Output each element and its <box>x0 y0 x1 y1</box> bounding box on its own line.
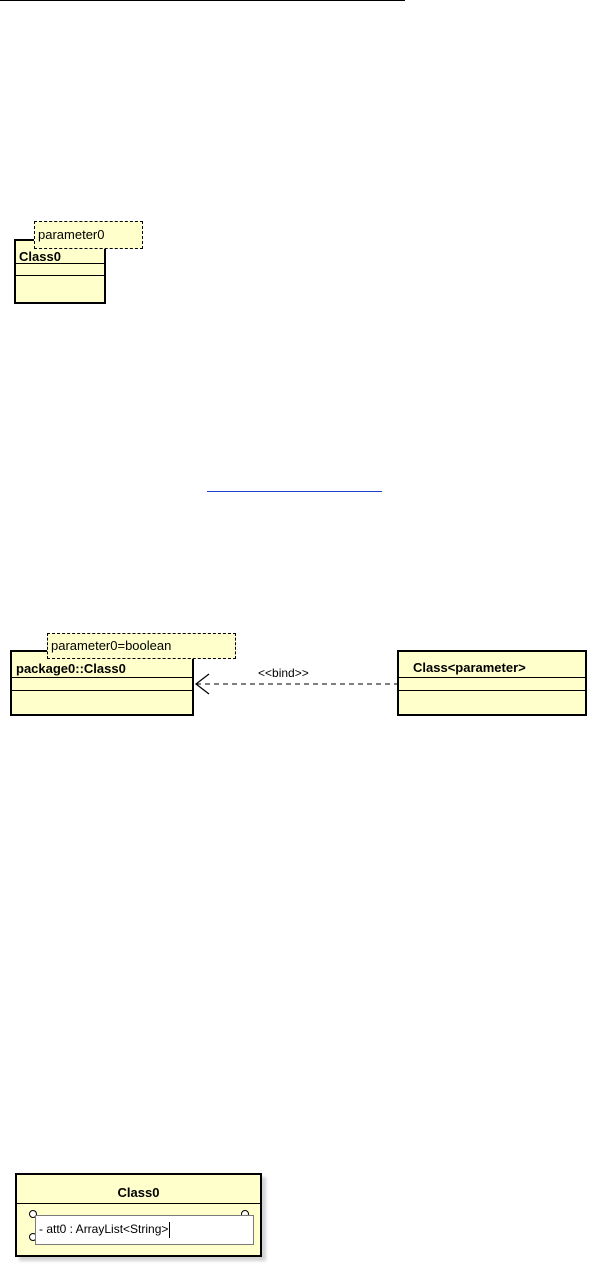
attribute-edit-field[interactable]: - att0 : ArrayList<String> <box>35 1215 254 1245</box>
resize-handle-top-left[interactable] <box>29 1210 37 1218</box>
attributes-compartment <box>399 678 585 691</box>
template-class-box[interactable]: Class0 <box>14 239 106 304</box>
attributes-compartment <box>12 678 192 691</box>
binding-parameter-box[interactable]: parameter0=boolean <box>47 633 236 659</box>
text-caret <box>169 1221 171 1238</box>
bind-stereotype-label: <<bind>> <box>258 666 309 680</box>
attribute-edit-text: - att0 : ArrayList<String> <box>39 1222 169 1236</box>
bind-dependency-arrow[interactable] <box>0 0 595 760</box>
top-rule <box>0 0 405 1</box>
bound-class-name: package0::Class0 <box>12 652 192 678</box>
template-class-box[interactable]: Class<parameter> <box>397 650 587 716</box>
open-arrowhead <box>195 673 210 695</box>
template-parameter-box[interactable]: parameter0 <box>34 221 143 249</box>
template-class-name: Class<parameter> <box>399 652 585 678</box>
attributes-compartment <box>16 264 104 276</box>
class-name: Class0 <box>17 1183 260 1204</box>
operations-compartment <box>399 691 585 714</box>
link-underline <box>207 491 382 492</box>
class-name: Class0 <box>16 241 104 264</box>
